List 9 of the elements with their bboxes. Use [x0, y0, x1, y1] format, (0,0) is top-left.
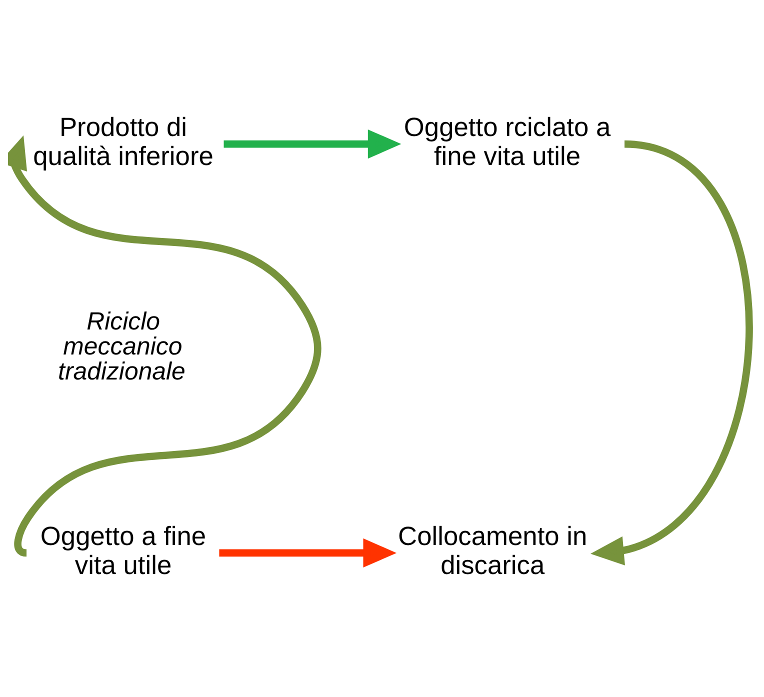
arrow — [8, 135, 322, 556]
arrow — [219, 538, 397, 568]
arrow — [590, 140, 753, 566]
node-text: Collocamento in discarica — [398, 520, 588, 580]
node-text: Prodotto di qualità inferiore — [33, 112, 214, 172]
node-text: Oggetto a fine vita utile — [40, 520, 206, 580]
label: Riciclo meccanico tradizionale — [58, 308, 186, 386]
node-text: Oggetto rciclato a fine vita utile — [404, 112, 611, 172]
arrow — [224, 129, 402, 159]
